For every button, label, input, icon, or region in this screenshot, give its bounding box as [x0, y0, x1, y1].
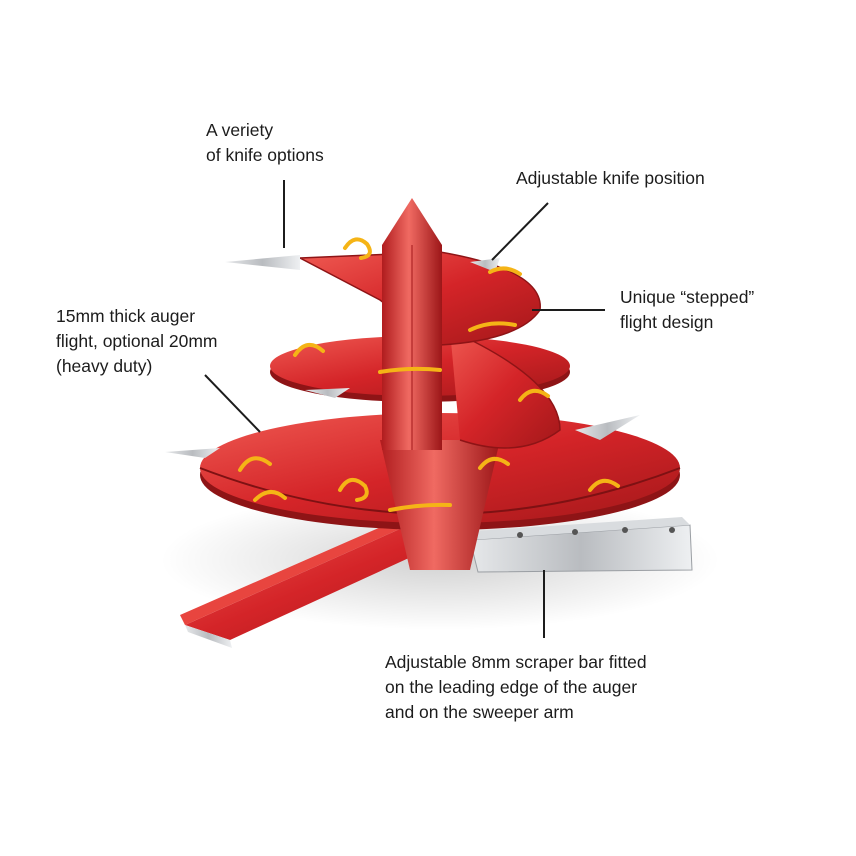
callout-text: Unique “stepped”: [620, 287, 755, 307]
callout-auger-flight: 15mm thick auger flight, optional 20mm (…: [56, 304, 217, 379]
central-shaft: [382, 198, 442, 450]
front-arm: [180, 512, 470, 648]
callout-stepped-flight: Unique “stepped” flight design: [620, 285, 754, 335]
leader-lines: [204, 180, 605, 638]
sweeper-arm: [462, 517, 693, 573]
callout-scraper-bar: Adjustable 8mm scraper bar fitted on the…: [385, 650, 647, 725]
leader-auger-flight: [204, 374, 261, 433]
callout-knife-options: A veriety of knife options: [206, 118, 324, 168]
callout-text: of knife options: [206, 145, 324, 165]
callout-knife-position: Adjustable knife position: [516, 166, 705, 191]
flow-arrows: [238, 237, 620, 512]
callout-text: Adjustable 8mm scraper bar fitted: [385, 652, 647, 672]
callout-text: 15mm thick auger: [56, 306, 196, 326]
callout-text: Adjustable knife position: [516, 168, 705, 188]
callout-text: on the leading edge of the auger: [385, 677, 638, 697]
callout-text: flight design: [620, 312, 714, 332]
leader-knife-position: [491, 202, 549, 261]
callout-text: flight, optional 20mm: [56, 331, 218, 351]
callout-text: A veriety: [206, 120, 274, 140]
callout-text: and on the sweeper arm: [385, 702, 574, 722]
callout-text: (heavy duty): [56, 356, 153, 376]
